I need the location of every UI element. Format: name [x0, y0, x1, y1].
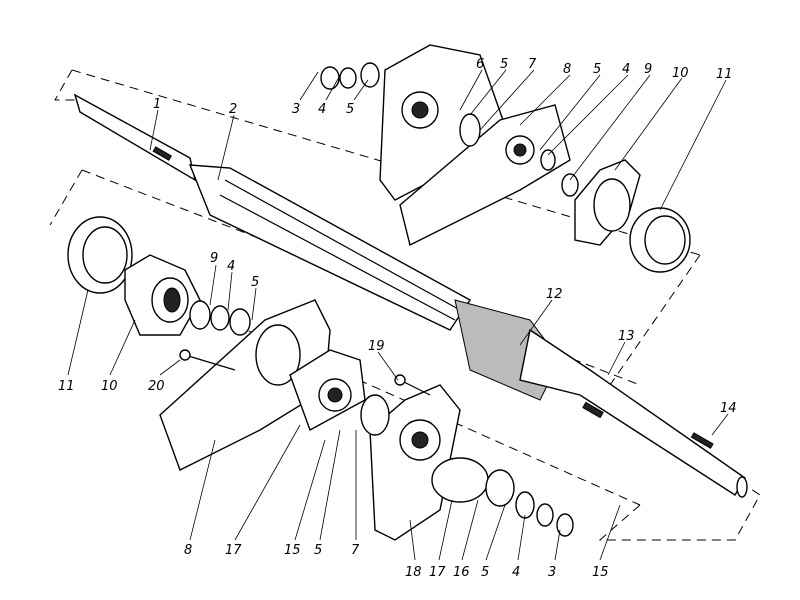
callout-6: 6	[476, 57, 484, 72]
callout-10: 10	[101, 379, 118, 394]
bolts	[179, 349, 431, 396]
callout-3: 3	[292, 102, 300, 117]
callout-15: 15	[592, 565, 609, 580]
callout-9: 9	[210, 251, 218, 266]
upper-nuts-washers	[320, 62, 579, 197]
callout-17: 17	[225, 543, 242, 558]
callout-5: 5	[346, 102, 354, 117]
callout-labels: 1 2 3 4 5 6 5 7 8 5 4 9 10 11 11 10 9 4 …	[58, 57, 737, 580]
leader-lines	[67, 69, 729, 561]
callout-4: 4	[318, 102, 326, 117]
right-sprocket-and-collar	[574, 159, 691, 273]
callout-5: 5	[481, 565, 489, 580]
callout-5: 5	[500, 57, 508, 72]
callout-10: 10	[672, 66, 689, 81]
callout-8: 8	[563, 62, 571, 77]
callout-7: 7	[351, 543, 360, 558]
callout-8: 8	[184, 543, 192, 558]
callout-7: 7	[528, 57, 537, 72]
callout-1: 1	[153, 97, 161, 112]
callout-5: 5	[314, 543, 322, 558]
callout-13: 13	[618, 329, 635, 344]
callout-2: 2	[229, 102, 237, 117]
callout-4: 4	[227, 259, 235, 274]
callout-19: 19	[368, 339, 385, 354]
callout-4: 4	[622, 62, 630, 77]
lower-left-bracket	[159, 299, 366, 471]
callout-20: 20	[148, 379, 165, 394]
upper-bearing-housing	[379, 44, 571, 247]
callout-4: 4	[512, 565, 520, 580]
callout-11: 11	[58, 379, 75, 394]
callout-15: 15	[284, 543, 301, 558]
lower-bearing-housing	[360, 384, 574, 541]
callout-18: 18	[405, 565, 422, 580]
callout-16: 16	[453, 565, 470, 580]
callout-5: 5	[251, 275, 259, 290]
callout-11: 11	[716, 67, 733, 82]
callout-14: 14	[720, 401, 737, 416]
callout-3: 3	[548, 565, 556, 580]
callout-12: 12	[546, 287, 563, 302]
callout-9: 9	[644, 62, 652, 77]
callout-5: 5	[593, 62, 601, 77]
main-shaft	[73, 93, 748, 498]
callout-17: 17	[429, 565, 446, 580]
left-collar-and-sprocket	[67, 216, 251, 336]
